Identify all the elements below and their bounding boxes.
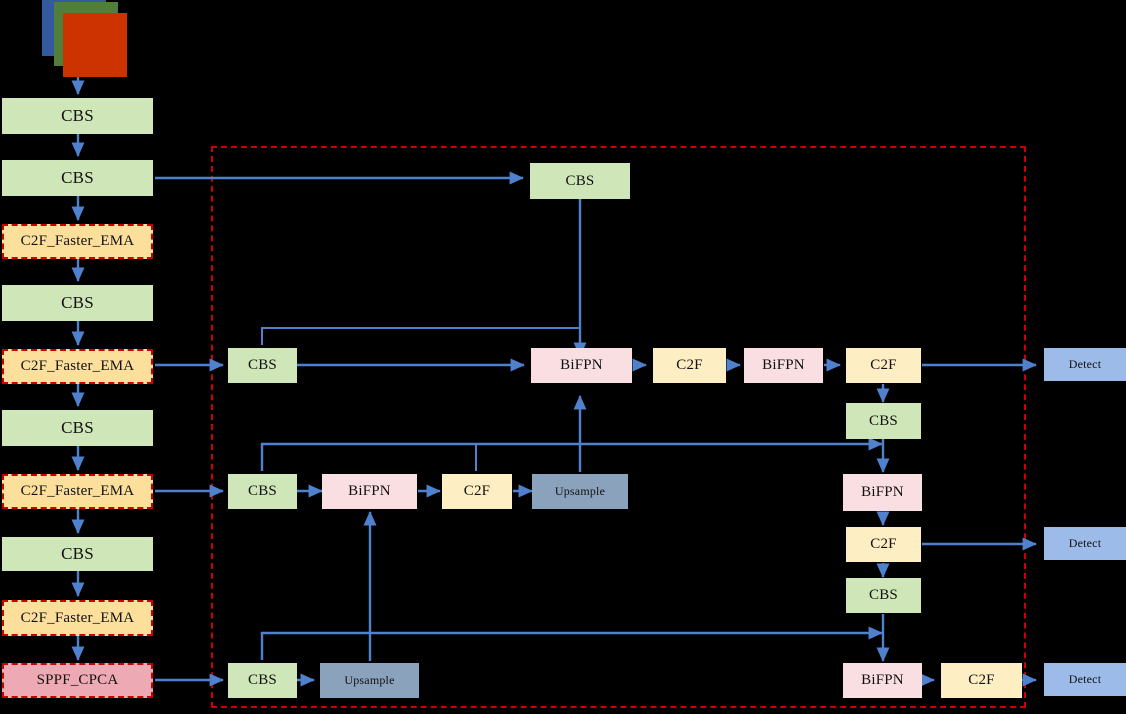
backbone-c2f-faster-ema-2[interactable]: C2F_Faster_EMA: [2, 349, 153, 384]
neck-cbs-down-1[interactable]: CBS: [846, 403, 921, 439]
neck-c2f-5[interactable]: C2F: [941, 663, 1022, 698]
input-image-layer-front: [63, 13, 127, 77]
backbone-cbs-3[interactable]: CBS: [2, 285, 153, 321]
neck-bifpn-2[interactable]: BiFPN: [744, 348, 823, 383]
backbone-sppf-cpca[interactable]: SPPF_CPCA: [2, 663, 153, 698]
neck-cbs-p4[interactable]: CBS: [228, 348, 297, 383]
neck-upsample-2[interactable]: Upsample: [320, 663, 419, 698]
neck-bifpn-1[interactable]: BiFPN: [531, 348, 632, 383]
neck-cbs-top[interactable]: CBS: [530, 163, 630, 199]
neck-upsample-1[interactable]: Upsample: [532, 474, 628, 509]
detect-p4[interactable]: Detect: [1044, 527, 1126, 560]
neck-cbs-mid[interactable]: CBS: [228, 474, 297, 509]
detect-p3[interactable]: Detect: [1044, 663, 1126, 696]
backbone-cbs-1[interactable]: CBS: [2, 98, 153, 134]
neck-cbs-down-2[interactable]: CBS: [846, 578, 921, 613]
neck-cbs-p3[interactable]: CBS: [228, 663, 297, 698]
neck-bifpn-4[interactable]: BiFPN: [322, 474, 417, 509]
neck-bifpn-5[interactable]: BiFPN: [843, 663, 922, 698]
neck-c2f-2[interactable]: C2F: [846, 348, 921, 383]
neck-bifpn-3[interactable]: BiFPN: [843, 474, 922, 511]
neck-c2f-4[interactable]: C2F: [846, 527, 921, 562]
neck-c2f-1[interactable]: C2F: [653, 348, 726, 383]
backbone-c2f-faster-ema-4[interactable]: C2F_Faster_EMA: [2, 600, 153, 636]
backbone-cbs-5[interactable]: CBS: [2, 537, 153, 571]
backbone-cbs-2[interactable]: CBS: [2, 160, 153, 196]
detect-p5[interactable]: Detect: [1044, 348, 1126, 381]
neck-c2f-3[interactable]: C2F: [442, 474, 512, 509]
backbone-c2f-faster-ema-1[interactable]: C2F_Faster_EMA: [2, 224, 153, 259]
backbone-cbs-4[interactable]: CBS: [2, 410, 153, 446]
backbone-c2f-faster-ema-3[interactable]: C2F_Faster_EMA: [2, 474, 153, 509]
